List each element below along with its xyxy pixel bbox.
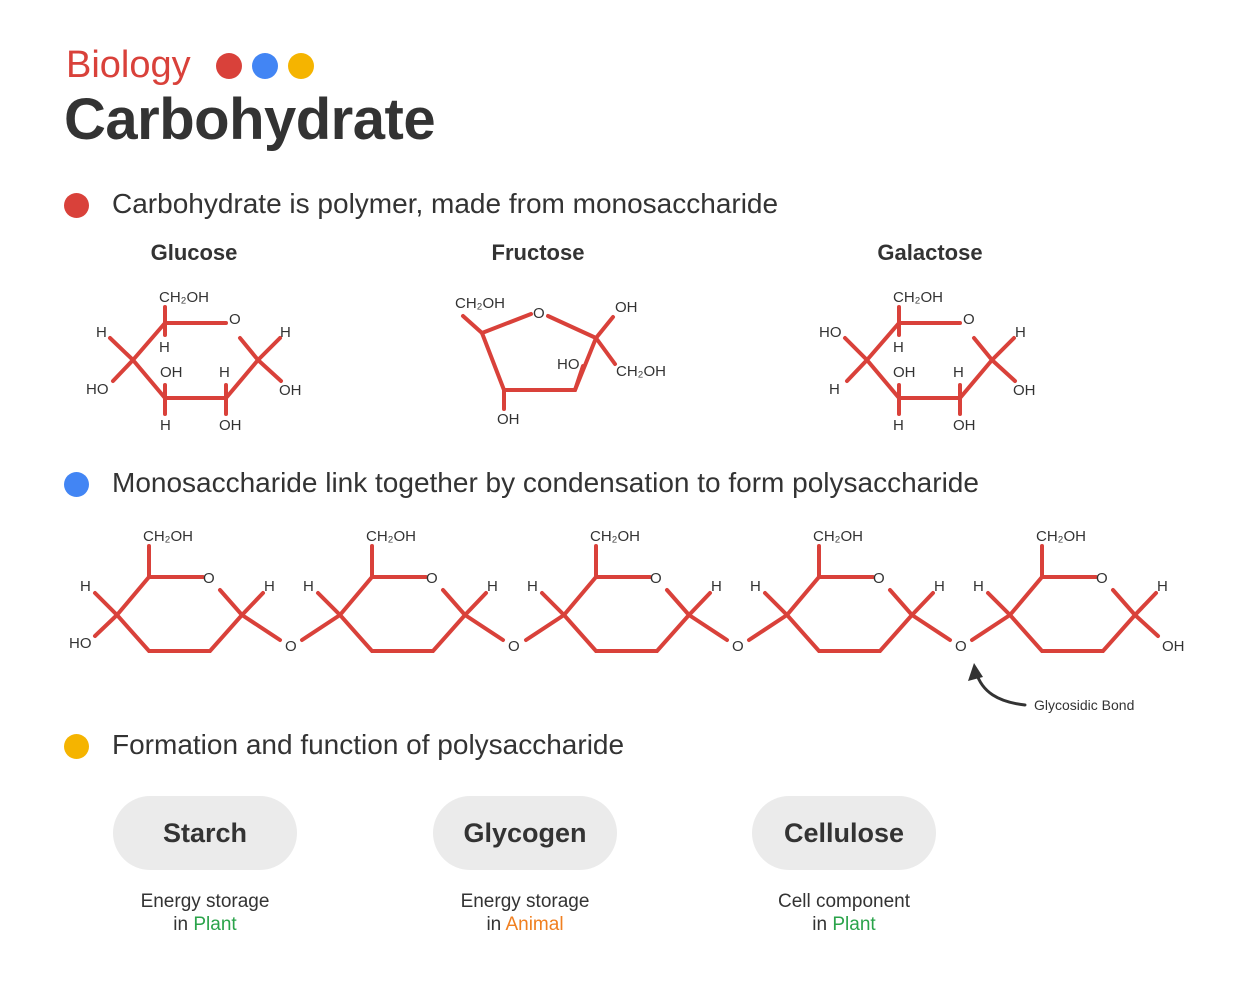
glucose-ch2oh-label: CH₂OH — [159, 289, 209, 306]
cellulose-prefix: in — [812, 914, 828, 935]
glycogen-organism: Animal — [505, 914, 564, 935]
chain-ring-5-oh: OH — [1162, 638, 1185, 655]
fructose-ring-oxygen: O — [533, 305, 545, 322]
starch-organism: Plant — [193, 914, 237, 935]
cellulose-function: Cell component — [777, 891, 911, 912]
galactose-ring-oxygen: O — [963, 311, 975, 328]
fructose-structure — [461, 312, 617, 411]
glycogen-pill: Glycogen — [433, 796, 617, 870]
glucose-h4: H — [219, 364, 230, 381]
cellulose-organism: Plant — [832, 914, 876, 935]
chain-ring-2 — [300, 544, 505, 653]
bridge-oxygen-2: O — [508, 638, 520, 655]
fructose-oh1: OH — [615, 299, 638, 316]
chain-ring-5-h-right: H — [1157, 578, 1168, 595]
section-1-heading: Carbohydrate is polymer, made from monos… — [112, 188, 779, 219]
fructose-ch2oh-1: CH₂OH — [455, 295, 505, 312]
red-dot-icon — [216, 53, 242, 79]
chain-ring-4 — [747, 544, 952, 653]
glucose-structure — [108, 305, 283, 416]
chain-ring-3-ch2oh: CH₂OH — [590, 528, 640, 545]
cellulose-description: Cell component in Plant — [724, 890, 964, 936]
starch-pill: Starch — [113, 796, 297, 870]
glucose-name: Glucose — [150, 240, 238, 265]
fructose-ho: HO — [557, 356, 580, 373]
glucose-h1: H — [96, 324, 107, 341]
glucose-h2: H — [159, 339, 170, 356]
chain-ring-4-ch2oh: CH₂OH — [813, 528, 863, 545]
bridge-oxygen-1: O — [285, 638, 297, 655]
section-2-bullet-icon — [64, 472, 89, 497]
glucose-oh1: OH — [160, 364, 183, 381]
chain-ring-2-h-right: H — [487, 578, 498, 595]
glycosidic-bond-arrow — [974, 670, 1027, 707]
galactose-h4: H — [953, 364, 964, 381]
chain-ring-1-ho: HO — [69, 635, 92, 652]
monosaccharide-structures: CH₂OH O H H H HO OH H OH H OH CH₂OH O OH… — [86, 289, 1036, 434]
chain-ring-3-oxygen: O — [650, 570, 662, 587]
blue-dot-icon — [252, 53, 278, 79]
galactose-oh2: OH — [1013, 382, 1036, 399]
galactose-h5: H — [893, 417, 904, 434]
cellulose-pill: Cellulose — [752, 796, 936, 870]
galactose-h2: H — [1015, 324, 1026, 341]
chain-ring-5-oxygen: O — [1096, 570, 1108, 587]
glycosidic-bond-label: Glycosidic Bond — [1034, 697, 1134, 713]
galactose-structure — [843, 305, 1017, 416]
starch-description: Energy storage in Plant — [85, 890, 325, 936]
glucose-ho: HO — [86, 381, 109, 398]
galactose-oh1: OH — [893, 364, 916, 381]
chain-ring-3 — [524, 544, 729, 653]
glucose-h3: H — [280, 324, 291, 341]
glucose-oh2: OH — [279, 382, 302, 399]
chain-ring-5-h-left: H — [973, 578, 984, 595]
glucose-h5: H — [160, 417, 171, 434]
subject-label: Biology — [66, 44, 191, 86]
bridge-oxygen-4: O — [955, 638, 967, 655]
chain-ring-5 — [970, 544, 1160, 653]
yellow-dot-icon — [288, 53, 314, 79]
glucose-ring-oxygen: O — [229, 311, 241, 328]
section-2-heading: Monosaccharide link together by condensa… — [112, 467, 979, 498]
section-3-bullet-icon — [64, 734, 89, 759]
chain-ring-3-h-right: H — [711, 578, 722, 595]
chain-ring-4-h-left: H — [750, 578, 761, 595]
glycogen-function: Energy storage — [460, 891, 590, 912]
galactose-h3: H — [829, 381, 840, 398]
chain-ring-1-h-left: H — [80, 578, 91, 595]
galactose-ch2oh-label: CH₂OH — [893, 289, 943, 306]
chain-ring-2-ch2oh: CH₂OH — [366, 528, 416, 545]
fructose-name: Fructose — [491, 240, 585, 265]
chain-ring-1-oxygen: O — [203, 570, 215, 587]
starch-function: Energy storage — [140, 891, 270, 912]
glucose-oh3: OH — [219, 417, 242, 434]
section-3-heading: Formation and function of polysaccharide — [112, 729, 625, 760]
fructose-oh2: OH — [497, 411, 520, 428]
chain-ring-4-h-right: H — [934, 578, 945, 595]
bridge-oxygen-3: O — [732, 638, 744, 655]
galactose-ho: HO — [819, 324, 842, 341]
section-1-bullet-icon — [64, 193, 89, 218]
galactose-h1: H — [893, 339, 904, 356]
chain-ring-5-ch2oh: CH₂OH — [1036, 528, 1086, 545]
glycogen-prefix: in — [486, 914, 502, 935]
chain-ring-2-oxygen: O — [426, 570, 438, 587]
glycogen-description: Energy storage in Animal — [405, 890, 645, 936]
page-title: Carbohydrate — [64, 87, 436, 152]
chain-ring-4-oxygen: O — [873, 570, 885, 587]
glycosidic-bond-arrowhead — [968, 663, 983, 681]
chain-ring-1-h-right: H — [264, 578, 275, 595]
polysaccharide-chain: CH₂OH O H H HO CH₂OH O H H CH₂OH O H H C… — [69, 528, 1185, 713]
chain-ring-1 — [93, 544, 282, 653]
chain-ring-2-h-left: H — [303, 578, 314, 595]
fructose-ch2oh-2: CH₂OH — [616, 363, 666, 380]
chain-ring-3-h-left: H — [527, 578, 538, 595]
starch-prefix: in — [173, 914, 189, 935]
chain-ring-1-ch2oh: CH₂OH — [143, 528, 193, 545]
galactose-name: Galactose — [877, 240, 983, 265]
galactose-oh3: OH — [953, 417, 976, 434]
